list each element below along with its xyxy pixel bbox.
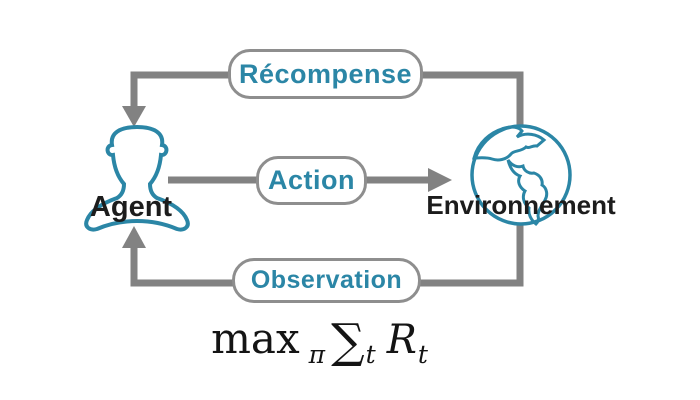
formula-policy-subscript: π — [308, 340, 326, 369]
observation-arrowhead-icon — [122, 226, 146, 248]
reward-arrowhead-icon — [122, 106, 146, 127]
reward-label-pill: Récompense — [228, 49, 423, 99]
formula-reward-subscript: t — [417, 340, 428, 369]
formula-time-subscript: t — [365, 340, 376, 369]
observation-label-pill: Observation — [232, 258, 421, 303]
globe-icon — [470, 124, 572, 227]
agent-node-label: Agent — [89, 191, 173, 223]
person-icon — [84, 124, 190, 232]
formula-sum-symbol: ∑ — [331, 314, 365, 369]
environment-node-label: Environnement — [426, 190, 616, 220]
action-label: Action — [268, 165, 355, 195]
formula-max-operator: max — [211, 314, 300, 363]
action-arrowhead-icon — [428, 168, 452, 192]
action-label-pill: Action — [256, 156, 367, 205]
observation-label: Observation — [250, 266, 403, 294]
reward-label: Récompense — [238, 58, 413, 89]
formula-reward-variable: R — [386, 317, 417, 363]
